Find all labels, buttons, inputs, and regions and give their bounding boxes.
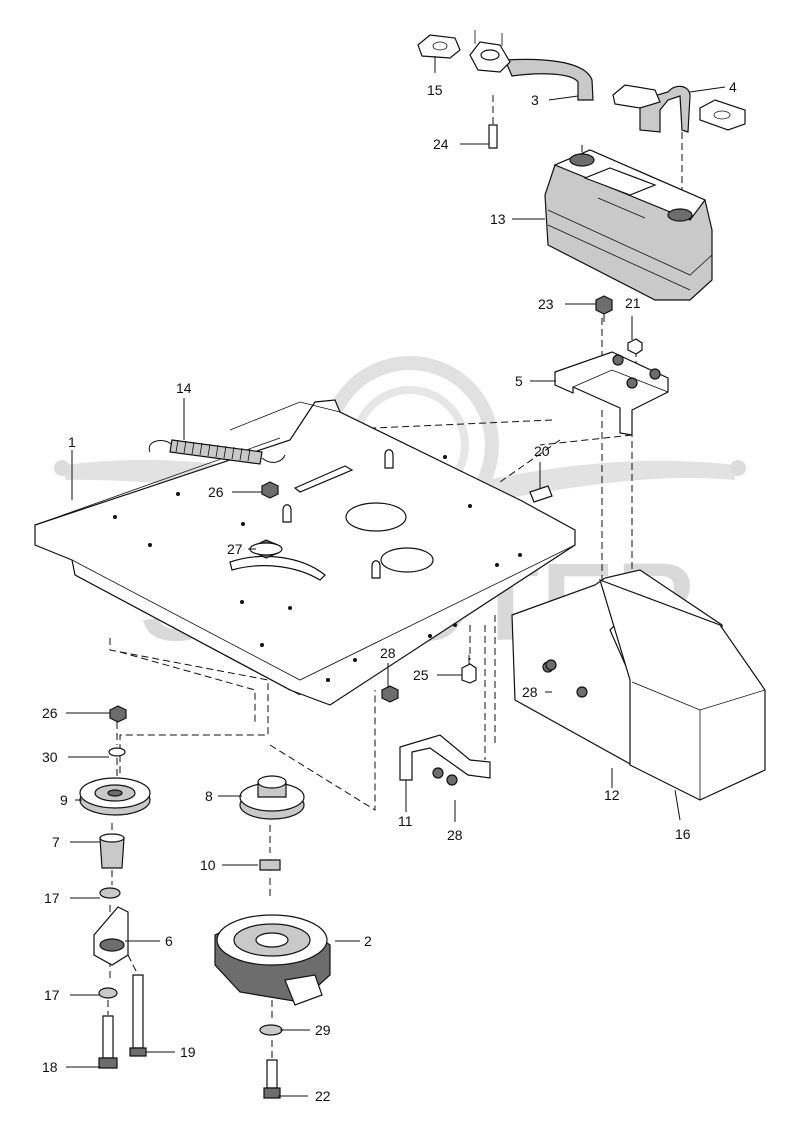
callout-7: 7 bbox=[52, 834, 60, 850]
idler-assembly bbox=[79, 777, 151, 1069]
callout-25: 25 bbox=[413, 667, 429, 683]
callout-23: 23 bbox=[538, 296, 554, 312]
tension-spring bbox=[148, 439, 286, 465]
callout-2: 2 bbox=[364, 933, 372, 949]
callout-17-lower: 17 bbox=[44, 987, 60, 1003]
callout-1: 1 bbox=[68, 434, 76, 450]
callout-21: 21 bbox=[625, 295, 641, 311]
callout-9: 9 bbox=[60, 792, 68, 808]
callout-29: 29 bbox=[315, 1022, 331, 1038]
callout-3: 3 bbox=[531, 92, 539, 108]
callout-17-upper: 17 bbox=[44, 890, 60, 906]
shield-bracket bbox=[399, 734, 491, 786]
rear-shield bbox=[511, 569, 766, 801]
callout-13: 13 bbox=[490, 211, 506, 227]
callout-28-shield: 28 bbox=[522, 684, 538, 700]
callout-5: 5 bbox=[515, 373, 523, 389]
callout-28-bracket: 28 bbox=[447, 827, 463, 843]
callout-26-lower: 26 bbox=[42, 705, 58, 721]
alignment-lines bbox=[107, 95, 683, 1060]
callout-10: 10 bbox=[200, 857, 216, 873]
callout-30: 30 bbox=[42, 749, 58, 765]
callout-19: 19 bbox=[180, 1044, 196, 1060]
callout-20: 20 bbox=[534, 443, 550, 459]
callout-24: 24 bbox=[433, 136, 449, 152]
callout-27: 27 bbox=[227, 541, 243, 557]
muffler bbox=[544, 149, 713, 301]
callout-labels: 1 2 3 4 5 6 7 8 9 10 11 12 13 14 15 16 1… bbox=[42, 79, 737, 1104]
callout-8: 8 bbox=[205, 788, 213, 804]
deck-plate bbox=[34, 399, 576, 706]
callout-12: 12 bbox=[604, 787, 620, 803]
callout-22: 22 bbox=[315, 1088, 331, 1104]
callout-28-left: 28 bbox=[380, 645, 396, 661]
callout-11: 11 bbox=[398, 813, 413, 829]
mount-bracket bbox=[554, 351, 669, 436]
exhaust-pipes bbox=[417, 30, 746, 149]
clutch-assembly bbox=[214, 775, 331, 1099]
callout-6: 6 bbox=[165, 933, 173, 949]
callout-15: 15 bbox=[427, 82, 443, 98]
callout-26-upper: 26 bbox=[208, 484, 224, 500]
callout-14: 14 bbox=[176, 380, 192, 396]
callout-18: 18 bbox=[42, 1059, 58, 1075]
callout-16: 16 bbox=[675, 826, 691, 842]
callout-4: 4 bbox=[729, 79, 737, 95]
leader-lines bbox=[66, 56, 726, 1097]
